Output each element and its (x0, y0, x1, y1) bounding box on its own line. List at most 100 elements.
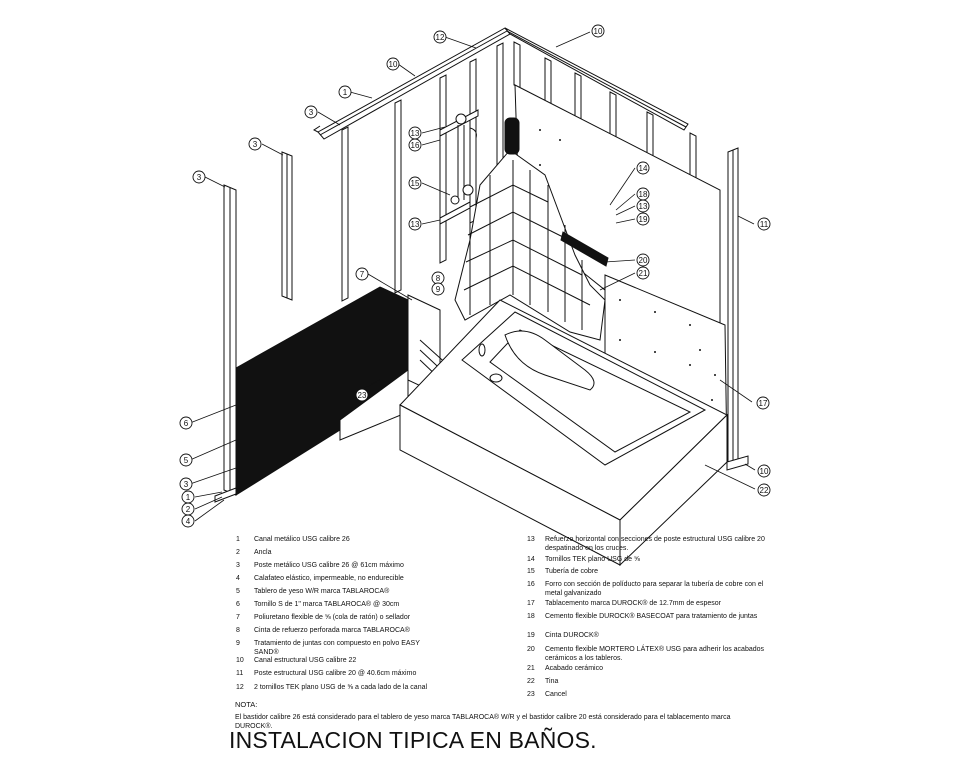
callout-3: 3 (304, 105, 318, 119)
legend-item-12: 12 2 tornillos TEK plano USG de ⅝ a cada … (236, 683, 434, 692)
legend-item-text: 2 tornillos TEK plano USG de ⅝ a cada la… (254, 684, 428, 691)
sealant-roll (504, 117, 609, 267)
legend-item-number: 15 (527, 568, 535, 575)
callout-number: 12 (436, 33, 445, 42)
legend-item-number: 4 (236, 575, 240, 582)
callout-2: 2 (181, 502, 195, 516)
legend-item-text: Calafateo elástico, impermeable, no endu… (254, 575, 404, 582)
legend-item-17: 17 Tablacemento marca DUROCK® de 12.7mm d… (527, 599, 770, 608)
legend-item-text: Tornillo S de 1" marca TABLAROCA® @ 30cm (254, 601, 400, 608)
legend-item-text: Cinta de refuerzo perforada marca TABLAR… (254, 627, 410, 634)
callout-number: 3 (309, 108, 314, 117)
callout-number: 7 (360, 270, 365, 279)
legend-item-15: 15 Tubería de cobre (527, 567, 770, 576)
callout-5: 5 (179, 453, 193, 467)
callout-number: 13 (411, 220, 420, 229)
legend-item-8: 8 Cinta de refuerzo perforada marca TABLA… (236, 626, 434, 635)
legend-item-number: 12 (236, 684, 244, 691)
legend-item-4: 4 Calafateo elástico, impermeable, no end… (236, 574, 434, 583)
legend-item-9: 9 Tratamiento de juntas con compuesto en … (236, 639, 434, 657)
callout-number: 20 (639, 256, 648, 265)
callout-number: 5 (184, 456, 189, 465)
legend-item-7: 7 Poliuretano flexible de ⅝ (cola de rató… (236, 613, 434, 622)
top-channel-right (504, 27, 689, 131)
legend-item-text: Acabado cerámico (545, 665, 603, 672)
callout-6: 6 (179, 416, 193, 430)
callout-13: 13 (408, 126, 422, 140)
shower-valve (450, 113, 477, 205)
callout-18: 18 (636, 187, 650, 201)
callout-7: 7 (355, 267, 369, 281)
callout-number: 8 (436, 274, 441, 283)
legend-item-number: 1 (236, 536, 240, 543)
leader-lines (189, 31, 756, 522)
callout-number: 19 (639, 215, 648, 224)
callout-10: 10 (386, 57, 400, 71)
callout-number: 1 (186, 493, 191, 502)
callout-16: 16 (408, 138, 422, 152)
callout-15: 15 (408, 176, 422, 190)
legend-item-text: Tubería de cobre (545, 568, 599, 575)
legend-item-text: Tornillos TEK plano USG de ⅝ (545, 556, 640, 563)
legend-item-number: 11 (236, 670, 244, 677)
legend-item-10: 10 Canal estructural USG calibre 22 (236, 656, 434, 665)
callout-17: 17 (756, 396, 770, 410)
legend-item-number: 8 (236, 627, 240, 634)
callout-number: 11 (760, 220, 769, 229)
legend-item-text: Tablacemento marca DUROCK® de 12.7mm de … (545, 600, 721, 607)
callout-number: 3 (197, 173, 202, 182)
legend-item-text: Poliuretano flexible de ⅝ (cola de ratón… (254, 614, 411, 621)
drawing-title: INSTALACION TIPICA EN BAÑOS. (229, 727, 597, 753)
callout-3: 3 (192, 170, 206, 184)
callout-number: 14 (639, 164, 648, 173)
legend-item-text: Canal estructural USG calibre 22 (254, 657, 357, 664)
callout-number: 10 (594, 27, 603, 36)
legend-item-number: 9 (236, 640, 240, 647)
legend-item-number: 2 (236, 549, 240, 556)
callout-23: 23 (355, 388, 369, 402)
legend-item-text: Tablero de yeso W/R marca TABLAROCA® (254, 588, 390, 595)
legend-item-number: 7 (236, 614, 240, 621)
legend-item-text: Tratamiento de juntas con compuesto en p… (254, 640, 420, 656)
callout-9: 9 (431, 282, 445, 296)
callout-number: 4 (186, 517, 191, 526)
callout-19: 19 (636, 212, 650, 226)
ceramic-tile-wall (454, 149, 606, 341)
callout-4: 4 (181, 514, 195, 528)
callout-11: 11 (757, 217, 771, 231)
callout-12: 12 (433, 30, 447, 44)
shower-screen (339, 294, 471, 441)
callout-number: 13 (639, 202, 648, 211)
legend-item-number: 17 (527, 600, 535, 607)
callout-number: 17 (759, 399, 768, 408)
top-channel-left (313, 27, 511, 140)
legend-item-number: 14 (527, 556, 535, 563)
legend-item-text: Refuerzo horizontal con secciones de pos… (545, 536, 765, 552)
bathtub (399, 299, 728, 567)
legend-item-number: 19 (527, 632, 535, 639)
legend-item-number: 16 (527, 581, 535, 588)
callout-number: 16 (411, 141, 420, 150)
callout-number: 18 (639, 190, 648, 199)
legend-item-text: Forro con sección de políducto para sepa… (545, 581, 764, 597)
legend-item-number: 10 (236, 657, 244, 664)
legend-item-2: 2 Ancla (236, 548, 434, 557)
callout-number: 2 (186, 505, 191, 514)
callout-number: 6 (184, 419, 189, 428)
callout-number: 1 (343, 88, 348, 97)
callout-3: 3 (179, 477, 193, 491)
legend-item-text: Ancla (254, 549, 272, 556)
legend-item-number: 6 (236, 601, 240, 608)
callout-number: 9 (436, 285, 441, 294)
callout-1: 1 (338, 85, 352, 99)
